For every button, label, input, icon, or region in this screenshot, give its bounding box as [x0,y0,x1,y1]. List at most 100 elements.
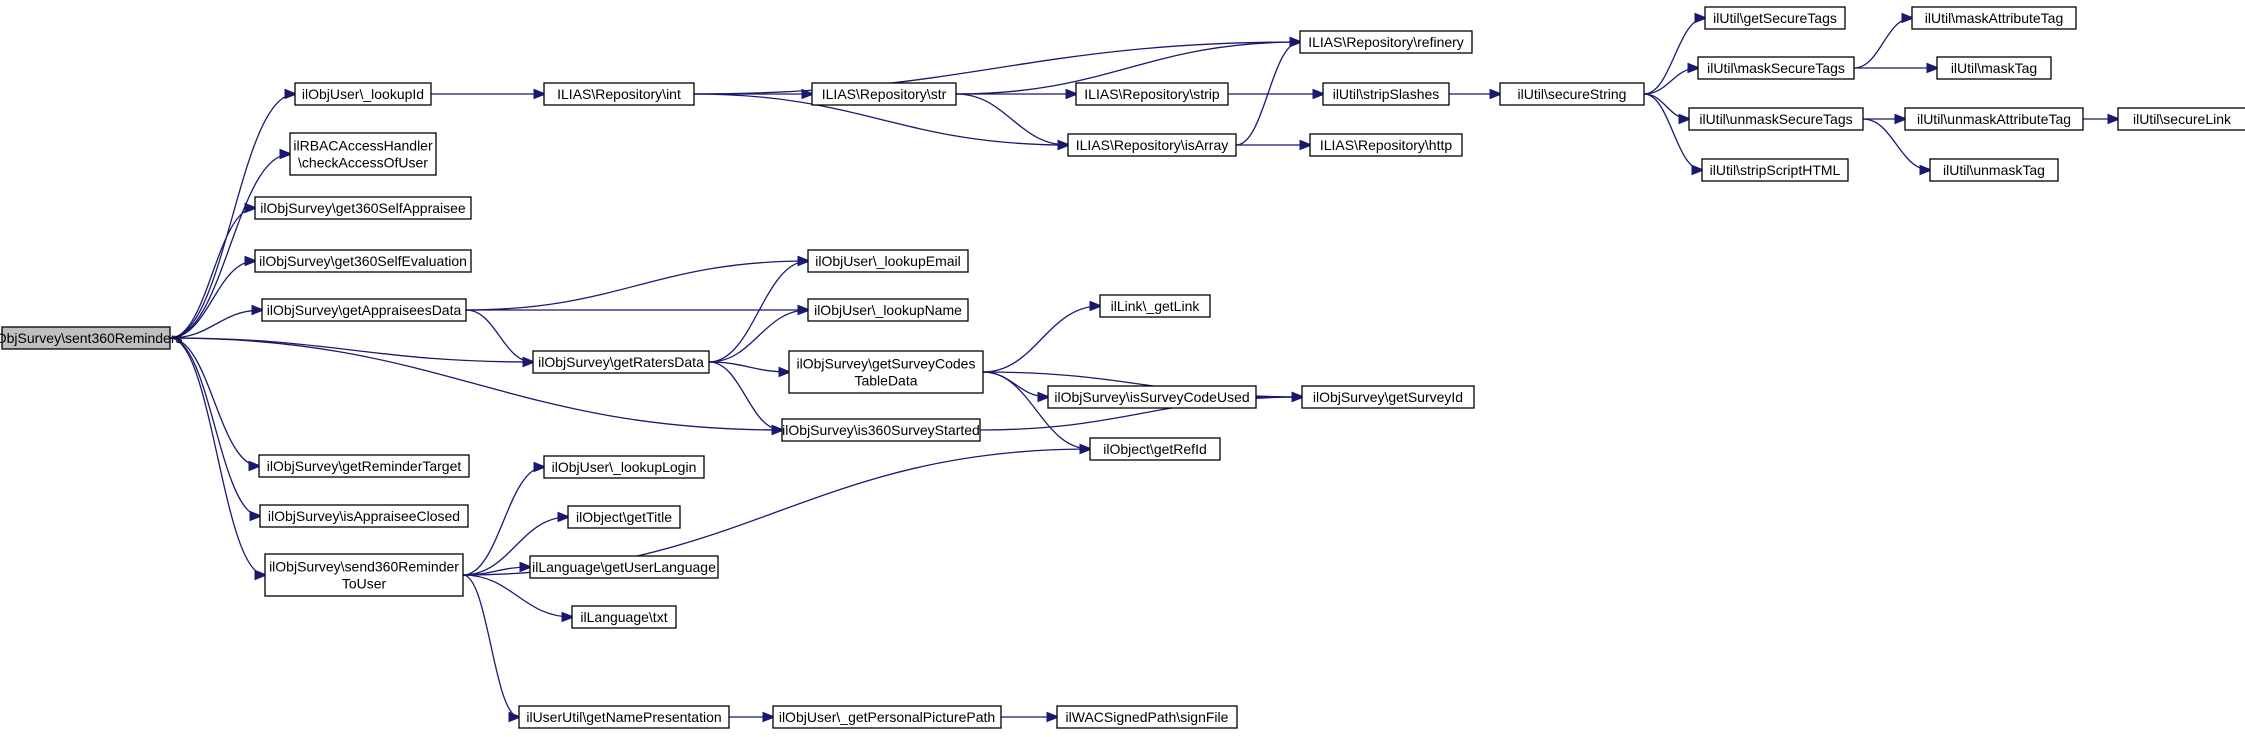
node-label: ilObjSurvey\isSurveyCodeUsed [1054,389,1249,405]
node-box[interactable] [788,350,984,394]
node-box[interactable] [254,196,472,220]
node-pictureePath[interactable]: ilObjUser\_getPersonalPicturePath [772,705,1002,729]
node-unmaskAttributeTag[interactable]: ilUtil\unmaskAttributeTag [1904,107,2084,131]
node-maskAttributeTag[interactable]: ilUtil\maskAttributeTag [1911,6,2077,30]
node-box[interactable] [811,82,957,106]
node-secureLink[interactable]: ilUtil\secureLink [2117,107,2245,131]
node-secureString[interactable]: ilUtil\secureString [1499,82,1645,106]
node-box[interactable] [571,605,677,629]
node-stripSlashes[interactable]: ilUtil\stripSlashes [1322,82,1450,106]
node-label: ilObjSurvey\getAppraiseesData [267,302,462,318]
node-box[interactable] [807,298,969,322]
node-box[interactable] [567,505,681,529]
node-selfEval[interactable]: ilObjSurvey\get360SelfEvaluation [254,249,472,273]
node-box[interactable] [532,350,710,374]
node-box[interactable] [264,553,464,597]
node-box[interactable] [1697,56,1855,80]
node-box[interactable] [807,249,969,273]
node-ratersData[interactable]: ilObjSurvey\getRatersData [532,350,710,374]
node-box[interactable] [1704,6,1846,30]
node-box[interactable] [543,82,695,106]
node-getSecureTags[interactable]: ilUtil\getSecureTags [1704,6,1846,30]
node-box[interactable] [529,555,719,579]
node-label: ilObject\getTitle [576,509,672,525]
node-box[interactable] [518,705,730,729]
node-lookupId[interactable]: ilObjUser\_lookupId [294,82,432,106]
node-repoHttp[interactable]: ILIAS\Repository\http [1309,133,1463,157]
node-box[interactable] [781,418,981,442]
node-label: ilUtil\secureString [1518,86,1627,102]
node-is360Started[interactable]: ilObjSurvey\is360SurveyStarted [781,418,981,442]
node-label: ilUtil\unmaskAttributeTag [1917,111,2071,127]
node-txt[interactable]: ilLanguage\txt [571,605,677,629]
node-lookupEmail[interactable]: ilObjUser\_lookupEmail [807,249,969,273]
node-getLink[interactable]: ilLink\_getLink [1099,294,1211,318]
node-namePresentation[interactable]: ilUserUtil\getNamePresentation [518,705,730,729]
node-box[interactable] [1047,385,1257,409]
node-box[interactable] [772,705,1002,729]
node-box[interactable] [1056,705,1238,729]
edge-root-to-ratersData [169,337,533,362]
node-unmaskSecureTags[interactable]: ilUtil\unmaskSecureTags [1688,107,1864,131]
node-box[interactable] [1936,56,2052,80]
node-unmaskTag[interactable]: ilUtil\unmaskTag [1929,158,2059,182]
node-box[interactable] [1929,158,2059,182]
node-stripScriptHTML[interactable]: ilUtil\stripScriptHTML [1701,158,1849,182]
node-getSurveyId[interactable]: ilObjSurvey\getSurveyId [1301,385,1475,409]
node-box[interactable] [1499,82,1645,106]
node-box[interactable] [1299,30,1473,54]
edge-ratersData-to-lookupName [708,310,808,363]
node-appraiseeClosed[interactable]: ilObjSurvey\isAppraiseeClosed [259,504,469,528]
node-repoStr[interactable]: ILIAS\Repository\str [811,82,957,106]
node-selfAppraisee[interactable]: ilObjSurvey\get360SelfAppraisee [254,196,472,220]
node-repoInt[interactable]: ILIAS\Repository\int [543,82,695,106]
node-box[interactable] [1309,133,1463,157]
node-repoStrip[interactable]: ILIAS\Repository\strip [1075,82,1229,106]
node-box[interactable] [254,249,472,273]
node-box[interactable] [294,82,432,106]
node-box[interactable] [1904,107,2084,131]
node-maskTag[interactable]: ilUtil\maskTag [1936,56,2052,80]
node-root[interactable]: ilObjSurvey\sent360Reminders [0,326,182,350]
node-getRefId[interactable]: ilObject\getRefId [1089,437,1221,461]
node-box[interactable] [2117,107,2245,131]
node-label: ilUtil\stripSlashes [1333,86,1440,102]
node-box[interactable] [1701,158,1849,182]
edge-secureString-to-unmaskSecureTags [1643,93,1689,119]
node-lookupLogin[interactable]: ilObjUser\_lookupLogin [543,455,705,479]
node-lookupName[interactable]: ilObjUser\_lookupName [807,298,969,322]
node-box[interactable] [258,454,470,478]
node-box[interactable] [259,504,469,528]
edge-root-to-reminderTarget [169,337,259,466]
node-isSurveyCodeUsed[interactable]: ilObjSurvey\isSurveyCodeUsed [1047,385,1257,409]
node-box[interactable] [1099,294,1211,318]
node-box[interactable] [261,298,467,322]
node-getUserLanguage[interactable]: ilLanguage\getUserLanguage [529,555,719,579]
node-box[interactable] [1067,133,1237,157]
node-label: ILIAS\Repository\http [1320,137,1453,153]
node-label: ilUserUtil\getNamePresentation [526,709,721,725]
node-box[interactable] [289,132,437,176]
node-box[interactable] [1301,385,1475,409]
node-box[interactable] [1089,437,1221,461]
node-repoRefinery[interactable]: ILIAS\Repository\refinery [1299,30,1473,54]
node-getTitle[interactable]: ilObject\getTitle [567,505,681,529]
node-repoIsArray[interactable]: ILIAS\Repository\isArray [1067,133,1237,157]
node-box[interactable] [1,326,171,350]
node-box[interactable] [1075,82,1229,106]
node-reminderTarget[interactable]: ilObjSurvey\getReminderTarget [258,454,470,478]
edge-ratersData-to-is360Started [708,361,782,430]
node-box[interactable] [1322,82,1450,106]
node-appraiseesData[interactable]: ilObjSurvey\getAppraiseesData [261,298,467,322]
node-rbac[interactable]: ilRBACAccessHandler\checkAccessOfUser [289,132,437,176]
node-signFile[interactable]: ilWACSignedPath\signFile [1056,705,1238,729]
edge-secureString-to-maskSecureTags [1643,68,1698,95]
edge-root-to-appraiseeClosed [169,337,260,516]
node-box[interactable] [1688,107,1864,131]
node-box[interactable] [543,455,705,479]
node-maskSecureTags[interactable]: ilUtil\maskSecureTags [1697,56,1855,80]
node-box[interactable] [1911,6,2077,30]
